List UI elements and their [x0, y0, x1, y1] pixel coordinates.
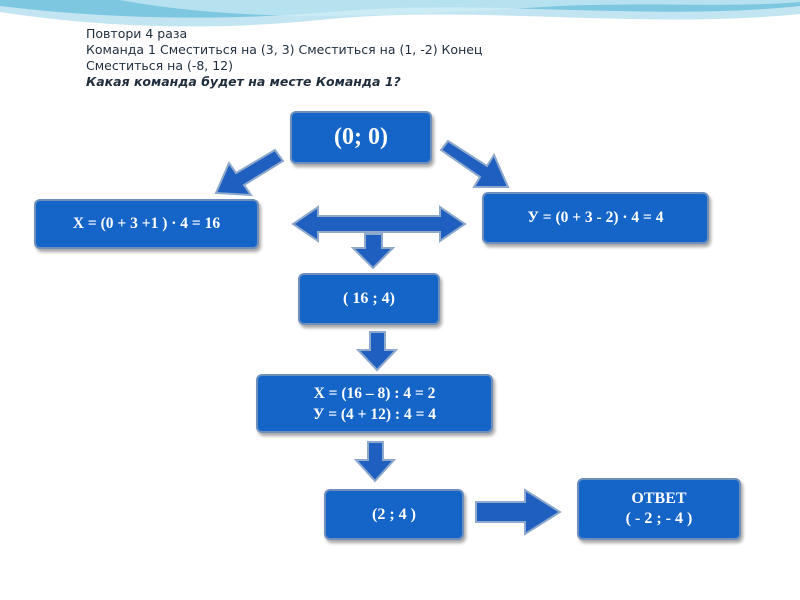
intermediate-point-label: ( 16 ; 4): [343, 290, 395, 307]
x-calculation-box: Х = (0 + 3 +1 ) · 4 = 16: [34, 199, 259, 249]
start-point-label: (0; 0): [334, 124, 388, 150]
problem-line-3: Сместиться на (-8, 12): [86, 58, 234, 73]
problem-line-2: Команда 1 Сместиться на (3, 3) Сместитьс…: [86, 42, 483, 57]
division-calculation-box: Х = (16 – 8) : 4 = 2 У = (4 + 12) : 4 = …: [256, 374, 493, 433]
decorative-wave-header: [0, 0, 800, 27]
answer-box: ОТВЕТ ( - 2 ; - 4 ): [577, 478, 741, 540]
result-point-label: (2 ; 4 ): [372, 505, 416, 523]
arrow-right-icon: [475, 488, 562, 536]
arrow-down-icon: [355, 331, 399, 372]
y-calculation-box: У = (0 + 3 - 2) · 4 = 4: [482, 192, 709, 244]
arrow-down-left-icon: [214, 148, 285, 197]
problem-statement: Повтори 4 раза Команда 1 Сместиться на (…: [86, 26, 686, 90]
y-calculation-label: У = (0 + 3 - 2) · 4 = 4: [527, 209, 664, 226]
result-point-box: (2 ; 4 ): [324, 489, 464, 540]
double-arrow-icon: [291, 205, 467, 243]
intermediate-point-box: ( 16 ; 4): [298, 273, 440, 325]
arrow-down-icon: [353, 441, 397, 483]
start-point-box: (0; 0): [290, 111, 432, 164]
x-calculation-label: Х = (0 + 3 +1 ) · 4 = 16: [72, 215, 221, 232]
division-x-label: Х = (16 – 8) : 4 = 2: [313, 384, 436, 402]
answer-title: ОТВЕТ: [631, 490, 687, 507]
arrow-down-right-icon: [439, 139, 510, 188]
division-y-label: У = (4 + 12) : 4 = 4: [312, 405, 437, 423]
arrow-down-icon: [350, 233, 396, 270]
answer-value: ( - 2 ; - 4 ): [625, 510, 693, 527]
problem-question: Какая команда будет на месте Команда 1?: [86, 74, 401, 89]
problem-line-1: Повтори 4 раза: [86, 26, 188, 41]
